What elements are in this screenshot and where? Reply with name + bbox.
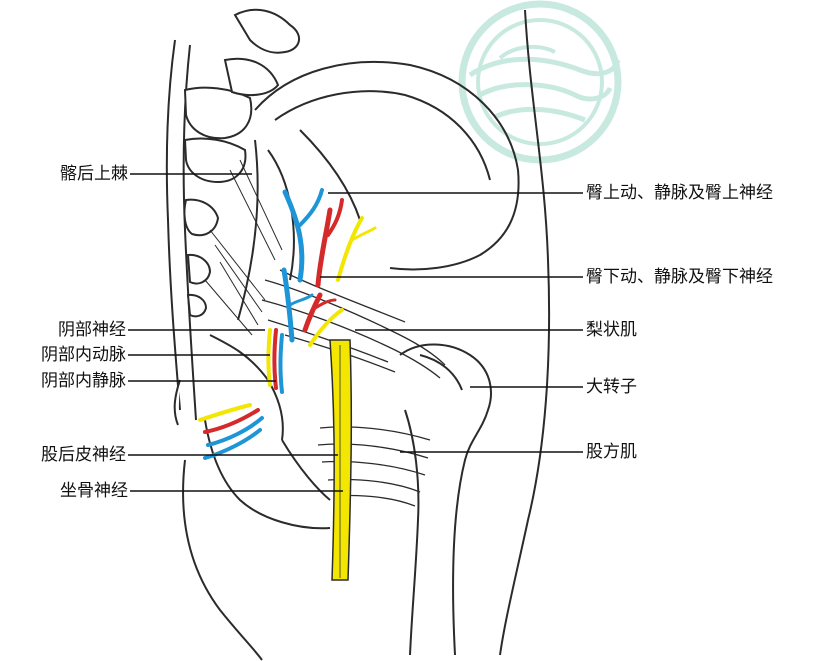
- superior-gluteal-bundle: [285, 190, 375, 285]
- inferior-gluteal-bundle: [284, 270, 342, 345]
- femur: [400, 344, 491, 655]
- ligament: [205, 160, 282, 335]
- label-quadratus-femoris: 股方肌: [586, 442, 706, 462]
- watermark-logo-icon: [462, 4, 618, 160]
- pudendal-bundle: [269, 330, 283, 392]
- label-piriformis: 梨状肌: [586, 320, 706, 340]
- label-greater-trochanter: 大转子: [586, 377, 706, 397]
- label-pudendal-nerve: 阴部神经: [20, 320, 126, 340]
- label-superior-gluteal-vessels-nerve: 臀上动、静脉及臀上神经: [586, 183, 826, 203]
- label-internal-pudendal-vein: 阴部内静脉: [8, 371, 126, 391]
- label-internal-pudendal-artery: 阴部内动脉: [8, 345, 126, 365]
- label-inferior-gluteal-vessels-nerve: 臀下动、静脉及臀下神经: [586, 267, 826, 287]
- ilium: [205, 62, 519, 528]
- label-sciatic-nerve: 坐骨神经: [28, 481, 128, 501]
- perineal-branches: [200, 405, 262, 458]
- sciatic-nerve: [330, 340, 351, 580]
- label-posterior-femoral-cutaneous-nerve: 股后皮神经: [8, 445, 126, 465]
- label-posterior-superior-iliac-spine: 髂后上棘: [28, 164, 128, 184]
